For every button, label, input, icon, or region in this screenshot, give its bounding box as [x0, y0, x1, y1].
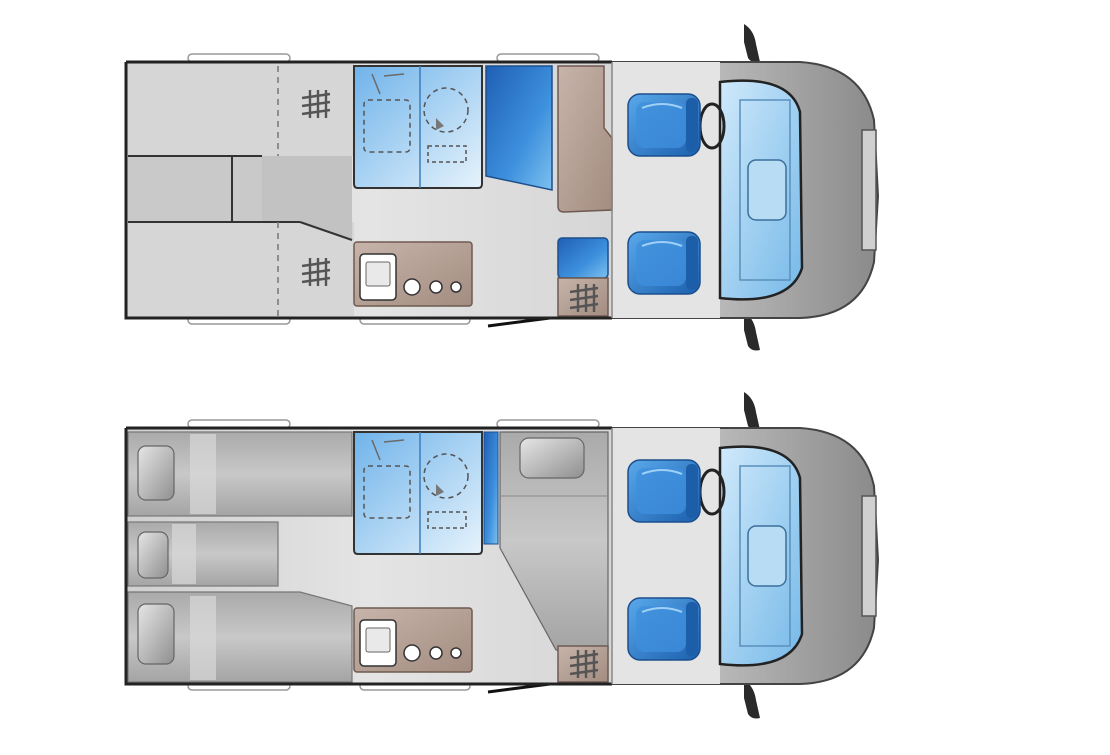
wardrobe-strip [483, 431, 499, 545]
hob-icon [403, 278, 462, 296]
floor-plan-bottom [124, 392, 880, 719]
seat-icon [627, 459, 701, 523]
shower-icon [363, 465, 411, 519]
bed-lower [127, 591, 353, 683]
fridge-cabinet [557, 237, 609, 279]
seat-icon [627, 93, 701, 157]
rear-lounge-lower [128, 222, 354, 316]
seat-icon [627, 597, 701, 661]
dashboard-console [747, 525, 787, 587]
wardrobe-cabinet [485, 65, 553, 191]
grille [861, 495, 877, 617]
outer-wall [124, 60, 612, 320]
grille [861, 129, 877, 251]
dashboard-console [747, 159, 787, 221]
pillow-icon [137, 531, 169, 579]
toilet-icon [423, 87, 469, 133]
mirror-icon [744, 680, 760, 719]
hob-icon [403, 644, 462, 662]
washroom [353, 65, 483, 189]
seat-icon [627, 231, 701, 295]
pillow-icon [519, 437, 585, 479]
washroom [353, 431, 483, 555]
floor-plan-top [124, 24, 880, 351]
rear-lounge-upper [128, 64, 354, 156]
pillow-icon [137, 603, 175, 665]
mirror-icon [744, 24, 760, 63]
toilet-icon [423, 453, 469, 499]
shower-icon [363, 99, 411, 153]
side-cupboard [557, 65, 613, 213]
outer-wall [124, 426, 612, 686]
rear-lounge-table [128, 156, 262, 222]
pillow-icon [137, 445, 175, 501]
mirror-icon [744, 392, 760, 431]
